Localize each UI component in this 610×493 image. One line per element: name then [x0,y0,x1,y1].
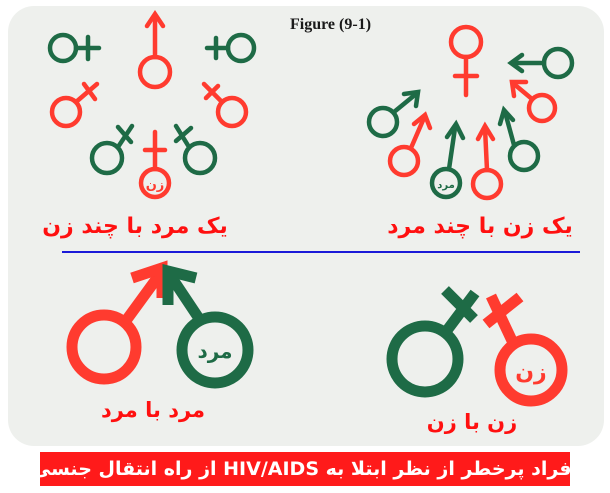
bottom-right-pair: زن [386,286,568,407]
male-symbol-icon [497,105,541,173]
male-symbol-icon [470,121,504,201]
symbol-label: زن [146,178,165,193]
symbol-label: مرد [197,339,232,363]
male-symbol-icon [429,119,466,200]
female-symbol-icon [138,129,172,200]
male-symbol-icon [387,111,433,178]
female-symbol-icon [482,292,568,407]
symbol-label: مرد [437,180,455,191]
top-left-cluster: زن [47,9,257,200]
male-symbol-icon [137,9,173,90]
male-symbol-icon [162,263,254,389]
female-symbol-icon [201,81,249,129]
caption-top-right: یک زن با چند مرد [387,214,573,239]
figure-label: Figure (9-1) [290,16,372,33]
female-symbol-icon [89,123,135,176]
female-symbol-icon [173,123,218,176]
caption-bottom-right: زن با زن [426,410,518,434]
footer-text: افراد پرخطر از نظر ابتلا به HIV/AIDS از … [31,458,579,480]
male-symbol-icon [509,79,558,124]
male-symbol-icon [507,46,575,80]
female-symbol-icon [49,81,100,129]
footer-banner: افراد پرخطر از نظر ابتلا به HIV/AIDS از … [32,452,578,486]
top-right-cluster: مرد [366,24,575,201]
female-symbol-icon [448,24,484,98]
caption-bottom-left: مرد با مرد [100,398,206,422]
male-symbol-icon [366,89,421,139]
symbol-label: زن [515,360,546,385]
bottom-left-pair: مرد [66,260,254,389]
male-symbol-icon [47,32,102,64]
male-symbol-icon [66,260,168,385]
female-symbol-icon [386,286,480,398]
female-symbol-icon [204,32,257,64]
caption-top-left: یک مرد با چند زن [42,214,228,239]
